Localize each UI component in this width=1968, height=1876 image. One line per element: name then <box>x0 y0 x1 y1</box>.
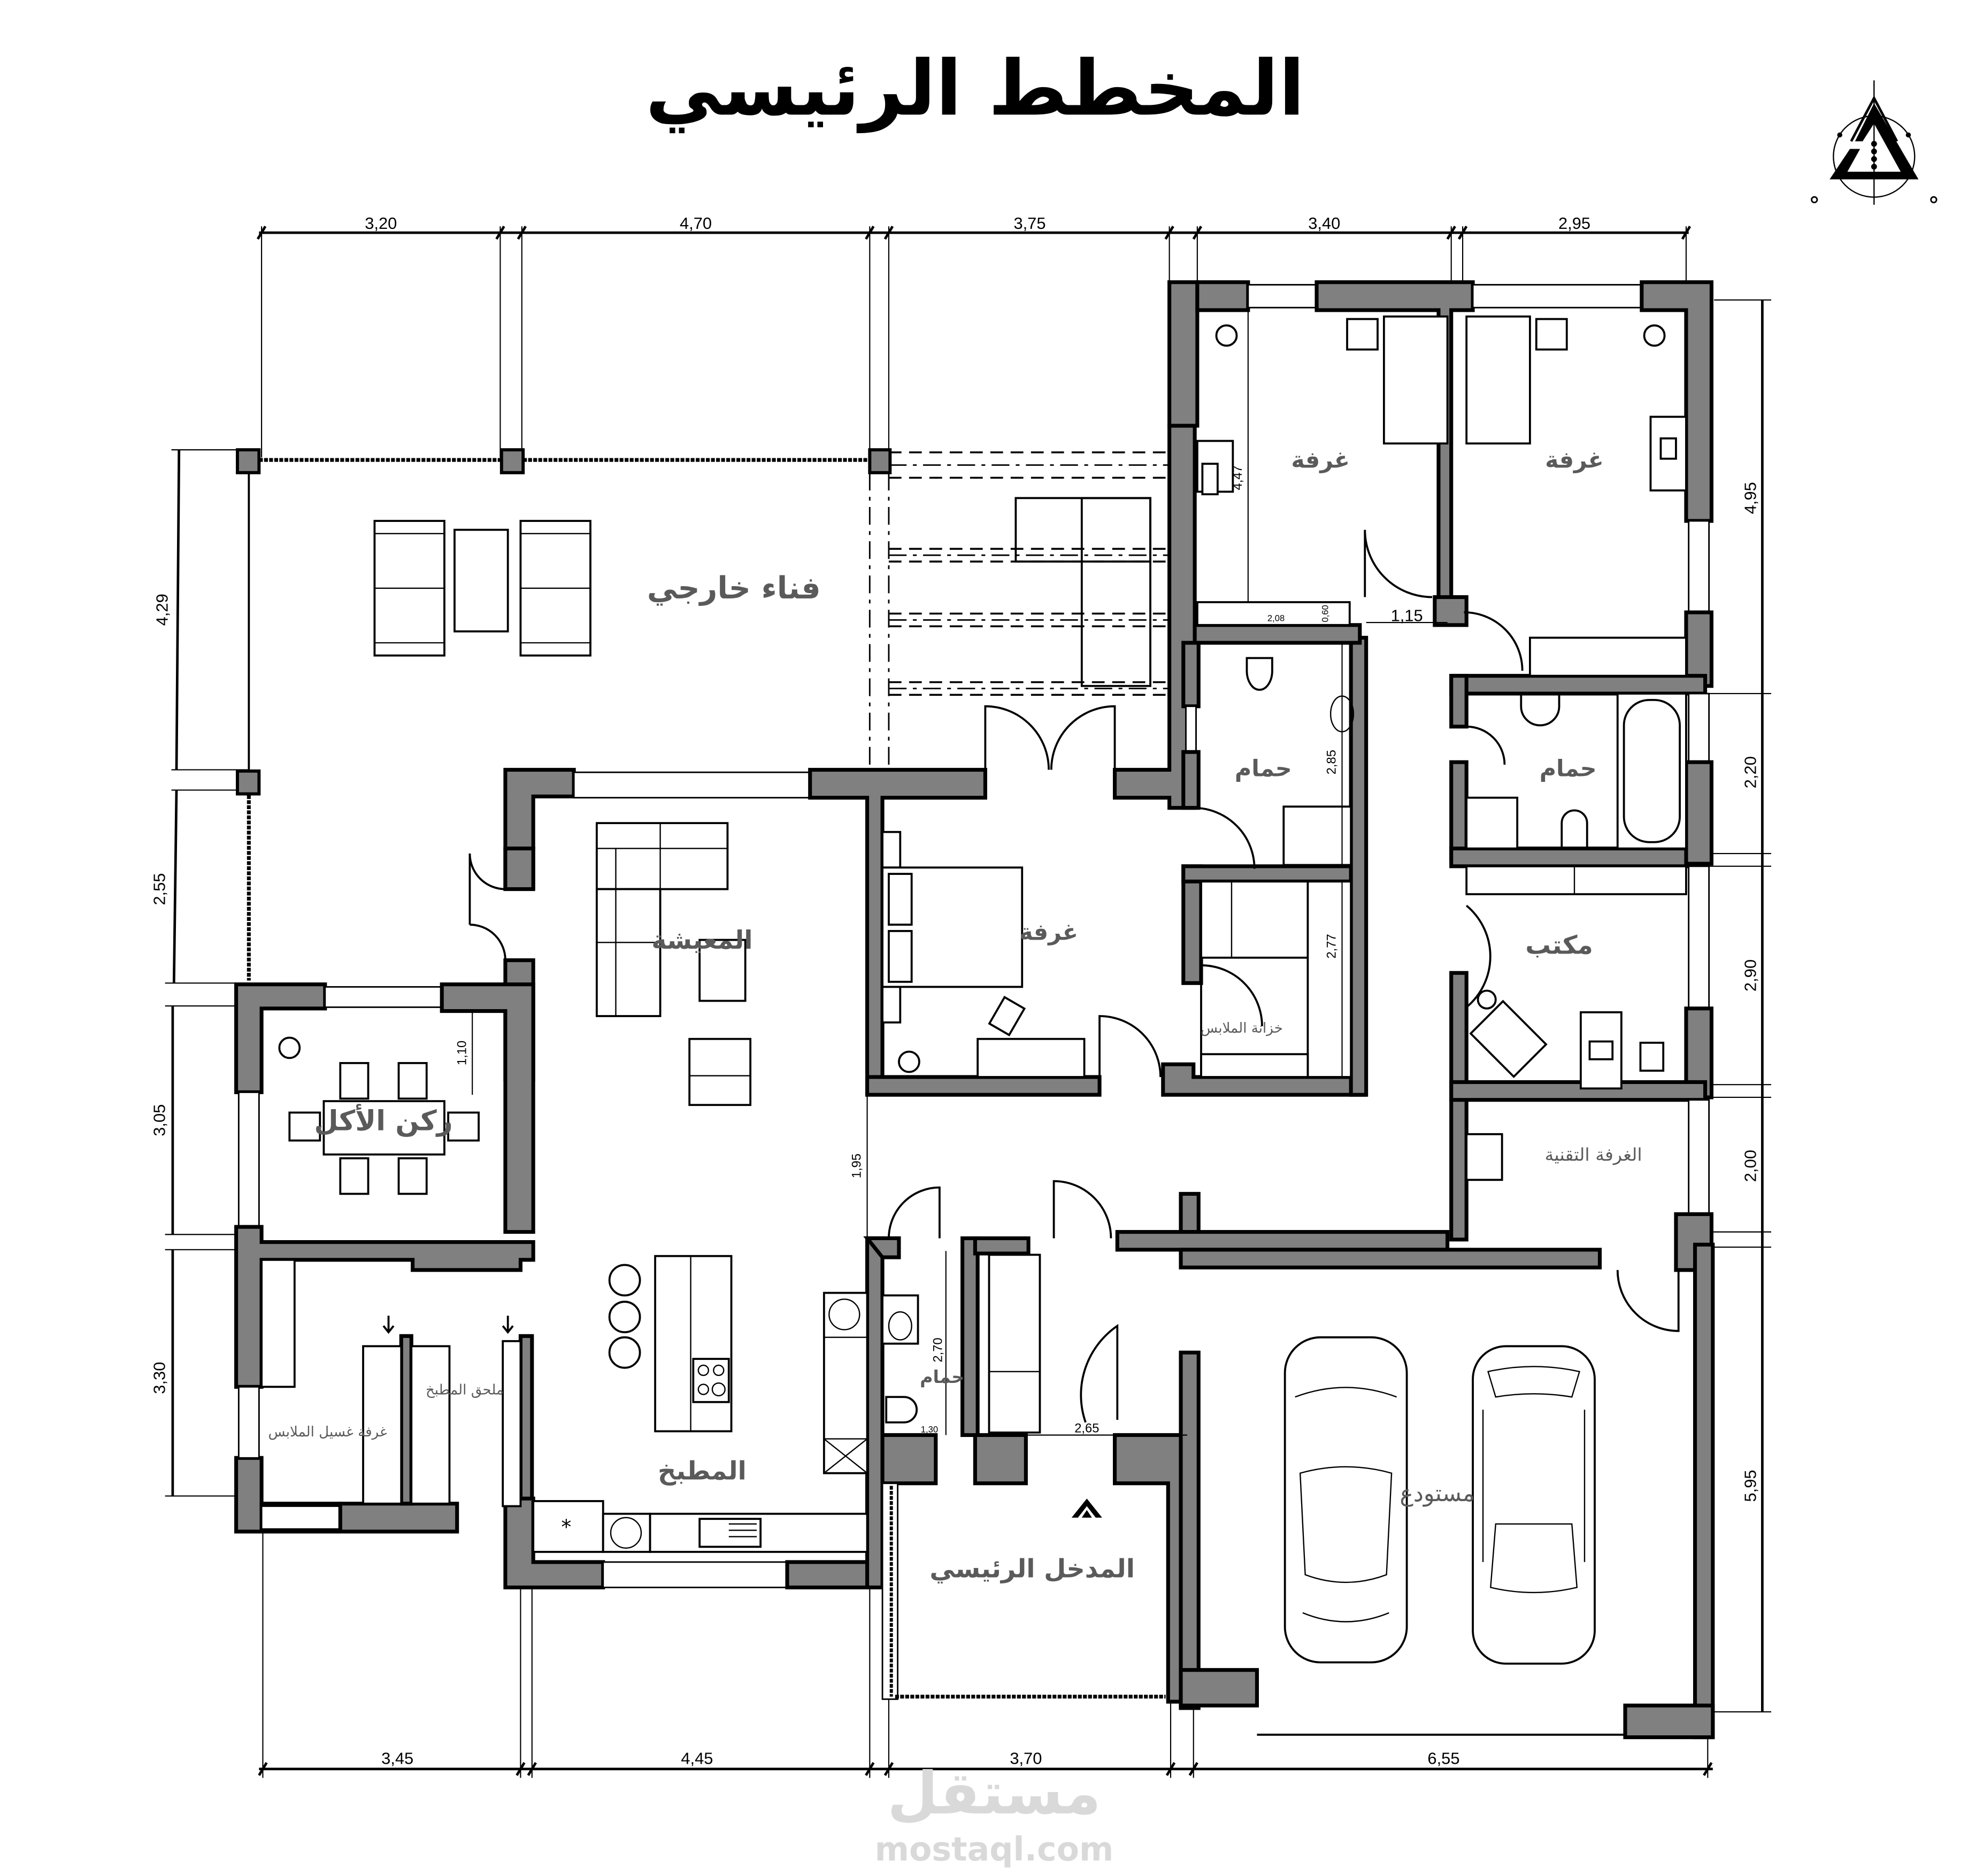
watermark: مستقل mostaql.com <box>875 1759 1114 1869</box>
room-label-kitchen: المطبخ <box>658 1457 747 1486</box>
dim-top-2: 4,70 <box>680 214 712 233</box>
room-label-living: المعيشة <box>651 926 752 955</box>
top-dimensions: 3,20 4,70 3,75 3,40 2,95 <box>256 214 1692 458</box>
center-bedroom-furniture <box>881 806 1256 1078</box>
dining-furniture: 1,10 <box>278 1011 480 1195</box>
dim-left-2: 2,55 <box>150 873 169 905</box>
dim-right-1: 4,95 <box>1741 482 1760 514</box>
office-furniture <box>1465 865 1687 1090</box>
right-dimensions: 4,95 2,20 2,90 2,00 5,95 <box>1701 299 1771 1713</box>
room-label-courtyard: فناء خارجي <box>647 571 821 606</box>
car-suv-icon <box>1472 1345 1596 1665</box>
dim-right-5: 5,95 <box>1741 1470 1760 1502</box>
dim-right-3: 2,90 <box>1741 959 1760 991</box>
center-bath-fixtures: 2,85 <box>1246 643 1355 866</box>
room-label-laundry: غرفة غسيل الملابس <box>268 1424 387 1440</box>
dim-right-2: 2,20 <box>1741 756 1760 788</box>
watermark-latin: mostaql.com <box>875 1830 1114 1869</box>
garage-cars <box>1283 1336 1596 1665</box>
triangle-logo-icon <box>1811 80 1938 205</box>
kitchen-furniture: * 1,95 <box>532 1079 868 1553</box>
top-left-bedroom-furniture: 4,47 2,08 0,60 1,15 <box>1196 310 1449 626</box>
dim-top-3: 3,75 <box>1013 214 1046 233</box>
room-label-bath-center: حمام <box>1235 755 1292 782</box>
room-label-tech-room: الغرفة التقنية <box>1545 1144 1642 1165</box>
dim-top-4: 3,40 <box>1308 214 1340 233</box>
dim-kitchen-passage: 1,95 <box>850 1154 864 1178</box>
right-bath-fixtures <box>1465 693 1687 850</box>
room-label-office: مكتب <box>1525 931 1593 960</box>
car-sedan-icon <box>1283 1336 1408 1664</box>
dim-bottom-1: 3,45 <box>381 1749 413 1767</box>
dim-right-4: 2,00 <box>1741 1150 1760 1182</box>
dim-dining-offset: 1,10 <box>455 1041 469 1065</box>
svg-text:*: * <box>561 1516 571 1539</box>
dim-wardrobe-length: 2,77 <box>1325 934 1339 958</box>
dim-bedroom-depth: 4,47 <box>1231 465 1245 490</box>
laundry-furniture <box>260 1258 522 1508</box>
dim-left-3: 3,05 <box>150 1104 169 1136</box>
room-label-bedroom-center: غرفة <box>1019 919 1078 946</box>
room-label-dining: ركن الأكل <box>314 1104 452 1137</box>
dim-left-1: 4,29 <box>152 594 171 626</box>
bottom-dimensions: 3,45 4,45 3,70 6,55 <box>258 1511 1713 1778</box>
room-label-bedroom-top-right: غرفة <box>1545 447 1604 473</box>
room-label-main-entrance: المدخل الرئيسي <box>929 1554 1135 1583</box>
dim-bath-center-length: 2,85 <box>1325 750 1339 774</box>
dim-left-4: 3,30 <box>150 1362 169 1394</box>
room-label-garage: مستودع <box>1400 1480 1474 1507</box>
room-label-kitchen-annex: ملحق المطبخ <box>426 1382 504 1398</box>
dim-bottom-2: 4,45 <box>681 1749 713 1767</box>
dim-wc-length: 2,70 <box>932 1337 945 1362</box>
top-right-bedroom-furniture <box>1464 315 1687 677</box>
dim-entrance-width: 2,65 <box>1074 1422 1099 1436</box>
left-dimensions: 4,29 2,55 3,05 3,30 <box>150 449 254 1497</box>
walls <box>234 280 1715 1740</box>
wardrobe-furniture: 2,77 <box>1200 880 1352 1078</box>
door-swings <box>468 705 1116 1239</box>
room-label-wc: حمام <box>920 1366 964 1388</box>
dim-corridor-width: 1,15 <box>1391 606 1423 625</box>
living-room-furniture <box>595 822 752 1106</box>
wc-fixtures: 2,70 1,30 <box>881 1251 947 1435</box>
dim-bottom-3: 3,70 <box>1010 1749 1042 1767</box>
entrance-area: 2,65 <box>978 1254 1187 1518</box>
dim-top-1: 3,20 <box>365 214 397 233</box>
watermark-arabic: مستقل <box>887 1759 1101 1827</box>
dim-closet-width: 2,08 <box>1267 613 1285 624</box>
page-title: المخطط الرئيسي <box>645 44 1305 133</box>
dim-closet-depth: 0,60 <box>1320 605 1330 622</box>
tech-room-furniture <box>1465 1133 1680 1332</box>
dim-wc-width: 1,30 <box>921 1425 938 1435</box>
room-label-bath-right: حمام <box>1540 755 1597 782</box>
dim-top-5: 2,95 <box>1558 214 1590 233</box>
courtyard-pergola <box>236 448 1170 981</box>
room-label-wardrobe: خزانة الملابس <box>1201 1020 1283 1036</box>
entry-arrow-icon <box>1071 1498 1102 1518</box>
room-label-bedroom-top-left: غرفة <box>1291 447 1350 473</box>
dim-bottom-4: 6,55 <box>1427 1749 1459 1767</box>
